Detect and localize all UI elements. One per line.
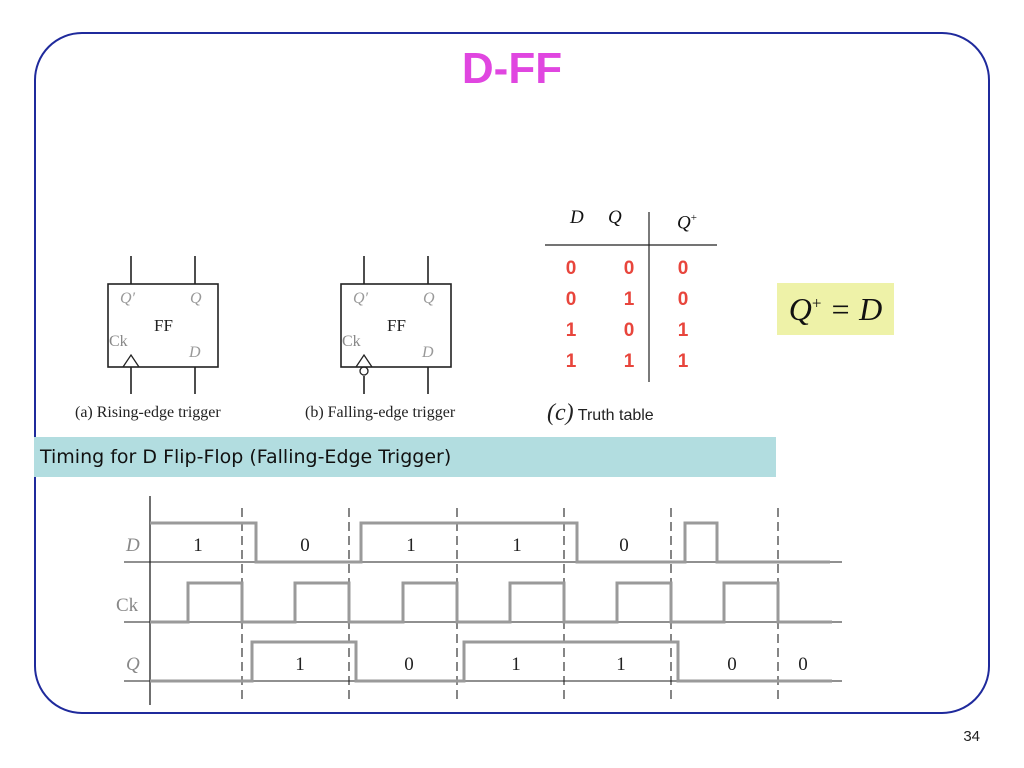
d-value: 1	[406, 535, 416, 556]
ck-waveform	[150, 581, 832, 624]
tt-cell: 1	[623, 351, 635, 372]
tt-header-qnext: Q+	[677, 212, 697, 234]
signal-label-q: Q	[126, 654, 140, 675]
ff-falling-caption: (b) Falling-edge trigger	[305, 404, 456, 421]
ff-falling-d: D	[422, 344, 434, 361]
characteristic-equation: Q+ = D	[777, 283, 894, 335]
ff-rising-caption: (a) Rising-edge trigger	[75, 404, 221, 421]
slide-frame	[34, 32, 990, 714]
truth-table-rules	[545, 212, 717, 382]
truth-table: D Q Q+ 0 0 0 0 1 0 1 0 1 1 1 1	[540, 200, 730, 390]
q-value: 1	[295, 654, 305, 675]
tt-header-d: D	[570, 207, 584, 228]
ff-falling-symbol	[340, 256, 452, 394]
page-number: 34	[963, 728, 980, 745]
truth-table-caption: (c) Truth table	[547, 400, 654, 426]
d-value: 1	[193, 535, 203, 556]
q-value: 1	[511, 654, 521, 675]
d-value: 0	[619, 535, 629, 556]
tt-cell: 0	[565, 258, 577, 279]
tt-header-q: Q	[608, 207, 622, 228]
q-value: 0	[404, 654, 414, 675]
falling-edge-markers	[241, 508, 779, 700]
tt-cell: 0	[623, 320, 635, 341]
ff-rising-qprime: Q′	[120, 290, 136, 307]
q-value: 0	[727, 654, 737, 675]
tt-cell: 1	[623, 289, 635, 310]
q-waveform	[150, 640, 832, 683]
q-value: 0	[798, 654, 808, 675]
d-value: 1	[512, 535, 522, 556]
tt-cell: 0	[623, 258, 635, 279]
tt-cell: 1	[565, 320, 577, 341]
tt-cell: 0	[677, 289, 689, 310]
signal-label-ck: Ck	[116, 595, 139, 616]
ff-rising-center: FF	[154, 316, 173, 335]
tt-cell: 1	[677, 320, 689, 341]
ff-falling-q: Q	[423, 290, 435, 307]
slide-title: D-FF	[461, 44, 563, 93]
tt-cell: 0	[565, 289, 577, 310]
ff-rising-symbol	[107, 256, 219, 394]
timing-banner: Timing for D Flip-Flop (Falling-Edge Tri…	[34, 437, 776, 477]
tt-cell: 0	[677, 258, 689, 279]
q-value: 1	[616, 654, 626, 675]
ff-rising-d: D	[189, 344, 201, 361]
tt-cell: 1	[677, 351, 689, 372]
ff-falling-ck: Ck	[342, 333, 361, 350]
ff-falling-qprime: Q′	[353, 290, 369, 307]
ff-rising-q: Q	[190, 290, 202, 307]
signal-label-d: D	[125, 535, 140, 556]
tt-cell: 1	[565, 351, 577, 372]
d-value: 0	[300, 535, 310, 556]
ff-rising-ck: Ck	[109, 333, 128, 350]
ff-falling-center: FF	[387, 316, 406, 335]
d-waveform	[150, 521, 830, 564]
